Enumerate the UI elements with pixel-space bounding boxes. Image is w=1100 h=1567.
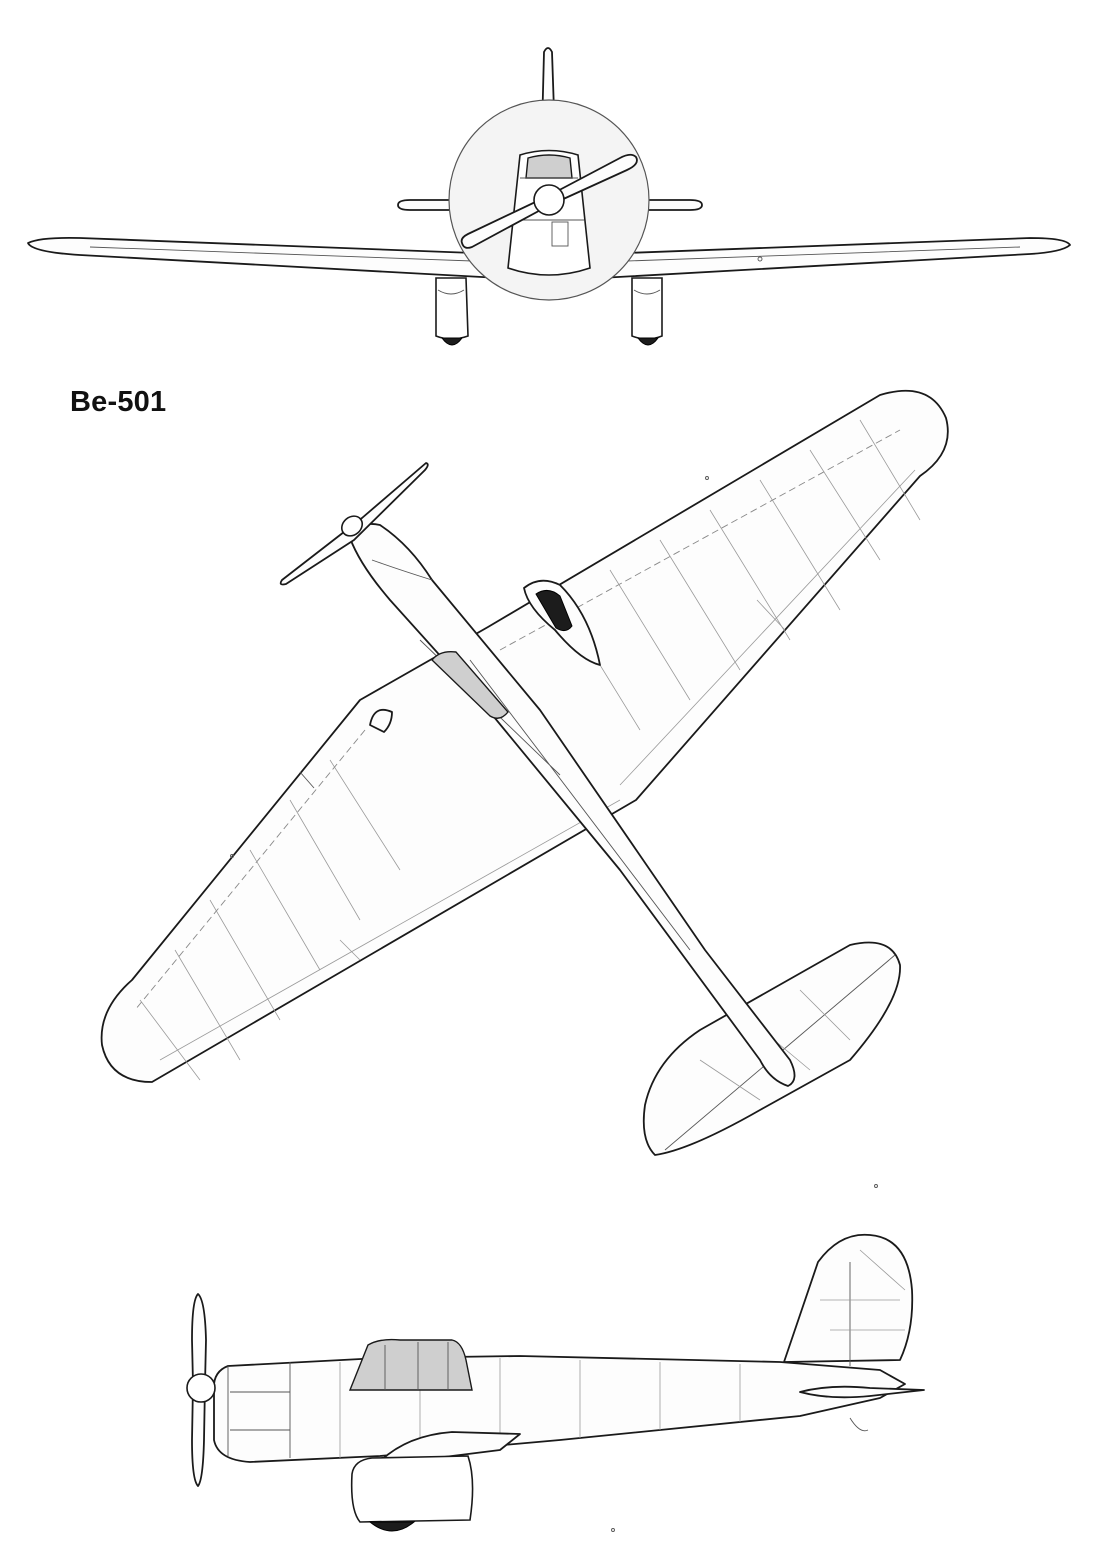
side-view-canopy: [348, 1338, 473, 1391]
side-view-wheel-spat: [350, 1455, 474, 1523]
aircraft-designation-label: Be-501: [70, 386, 167, 418]
front-view-right-wheel-spat: [631, 277, 663, 340]
plan-view-canopy: [431, 650, 509, 719]
side-view: [186, 1184, 925, 1532]
front-view-spinner: [533, 184, 565, 216]
side-view-spinner: [186, 1373, 216, 1403]
plan-view-propeller: [279, 462, 429, 586]
side-view-tailplane: [799, 1385, 925, 1399]
front-view-left-wheel-spat: [435, 277, 469, 340]
front-view-windscreen: [525, 154, 573, 179]
side-view-fuselage: [212, 1355, 906, 1463]
plan-view-spinner: [340, 515, 364, 537]
plan-view: [100, 389, 949, 1156]
front-view: [27, 47, 1071, 346]
side-view-fin: [783, 1233, 914, 1363]
side-view-wheel: [368, 1521, 416, 1532]
